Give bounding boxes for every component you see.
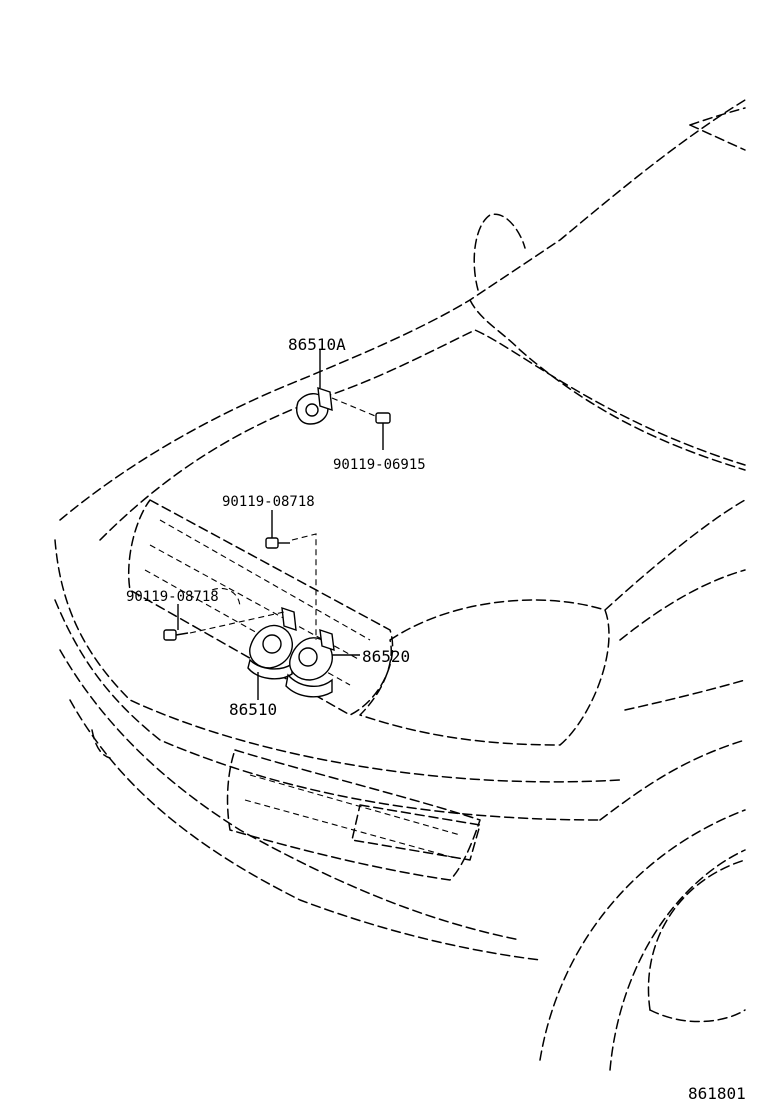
bumper-top	[54, 539, 621, 783]
lower-intake	[226, 749, 481, 881]
fender-line-2	[619, 569, 746, 641]
headlight	[359, 599, 610, 746]
callout-86510A: 86510A	[288, 335, 346, 354]
callout-90119-06915: 90119-06915	[333, 457, 426, 473]
reflector	[91, 729, 111, 759]
callout-90119-08718-top: 90119-08718	[222, 494, 315, 510]
fog-lamp	[351, 804, 481, 861]
horn-86510	[247, 606, 297, 680]
mirror	[473, 213, 526, 291]
bolt-leader-upper	[331, 397, 381, 419]
bolt-90119-08718-left	[163, 604, 189, 641]
bumper-lower	[59, 649, 521, 941]
bumper-bottom	[69, 699, 541, 961]
bolt-left-arc	[211, 587, 241, 609]
intake-bar-2	[244, 799, 456, 859]
grille-bar-1	[159, 519, 371, 641]
hood-inner-edge	[99, 329, 746, 541]
tire-inner	[647, 859, 746, 1011]
horn-upper	[296, 350, 333, 425]
intake-bar-1	[249, 774, 461, 836]
figure-id: 861801	[688, 1084, 746, 1103]
bolt-top-leader	[291, 533, 317, 640]
callout-90119-08718-left: 90119-08718	[126, 589, 219, 605]
tire-outer	[609, 849, 746, 1071]
bolt-90119-06915	[375, 412, 391, 450]
wheel-arch	[539, 809, 746, 1061]
windshield-frame	[689, 124, 746, 151]
bumper-side	[599, 739, 746, 821]
fender-line	[604, 499, 746, 611]
hood-crease	[469, 299, 746, 471]
grille-outline	[127, 499, 394, 716]
bolt-left-leader	[189, 611, 285, 634]
callout-86520: 86520	[362, 647, 411, 666]
bolt-90119-08718-top	[265, 510, 290, 549]
tire-inner-2	[649, 1009, 746, 1023]
horn-86520	[285, 628, 335, 698]
callout-86510: 86510	[229, 700, 278, 719]
bumper-mid	[54, 599, 601, 821]
windshield-top	[689, 107, 746, 126]
fender-line-3	[624, 679, 746, 711]
hood-edge	[59, 99, 746, 521]
